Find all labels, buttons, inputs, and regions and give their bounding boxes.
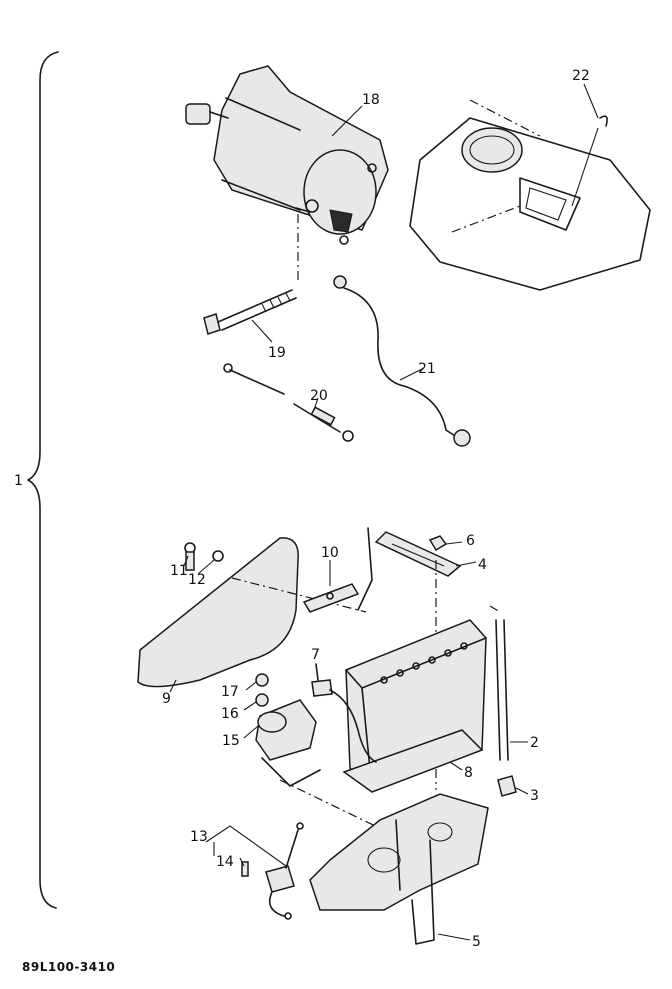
callout-8: 8 bbox=[464, 765, 473, 781]
callout-11: 11 bbox=[170, 563, 188, 579]
positive-lead bbox=[311, 663, 377, 763]
starter-bolt bbox=[203, 214, 299, 335]
callout-13: 13 bbox=[190, 829, 208, 845]
starter-leads bbox=[223, 275, 471, 447]
leader-lines bbox=[169, 83, 599, 941]
callout-14: 14 bbox=[216, 854, 234, 870]
callout-7: 7 bbox=[311, 647, 320, 663]
callout-15: 15 bbox=[222, 733, 240, 749]
callout-2: 2 bbox=[530, 735, 539, 751]
battery bbox=[342, 619, 487, 793]
vent-hose bbox=[489, 605, 517, 797]
callout-22: 22 bbox=[572, 68, 590, 84]
callout-20: 20 bbox=[310, 388, 328, 404]
callout-18: 18 bbox=[362, 92, 380, 108]
callout-16: 16 bbox=[221, 706, 239, 722]
switch-assembly bbox=[241, 822, 304, 920]
callout-21: 21 bbox=[418, 361, 436, 377]
terminal-bracket bbox=[302, 527, 373, 613]
callout-3: 3 bbox=[530, 788, 539, 804]
battery-tray bbox=[309, 793, 489, 945]
callout-5: 5 bbox=[472, 934, 481, 950]
diagram-code: 89L100-3410 bbox=[22, 960, 116, 974]
group-brace bbox=[27, 51, 59, 909]
callout-4: 4 bbox=[478, 557, 487, 573]
starter-relay bbox=[255, 673, 397, 837]
callout-6: 6 bbox=[466, 533, 475, 549]
callout-19: 19 bbox=[268, 345, 286, 361]
callout-labels: 1 2 3 4 5 6 7 8 9 10 11 12 13 14 15 16 1… bbox=[14, 68, 590, 950]
callout-10: 10 bbox=[321, 545, 339, 561]
callout-1: 1 bbox=[14, 473, 23, 489]
callout-17: 17 bbox=[221, 684, 239, 700]
airbox-assembly bbox=[409, 99, 651, 291]
callout-9: 9 bbox=[162, 691, 171, 707]
callout-12: 12 bbox=[188, 572, 206, 588]
starter-motor bbox=[185, 65, 389, 245]
battery-cover bbox=[137, 537, 367, 688]
